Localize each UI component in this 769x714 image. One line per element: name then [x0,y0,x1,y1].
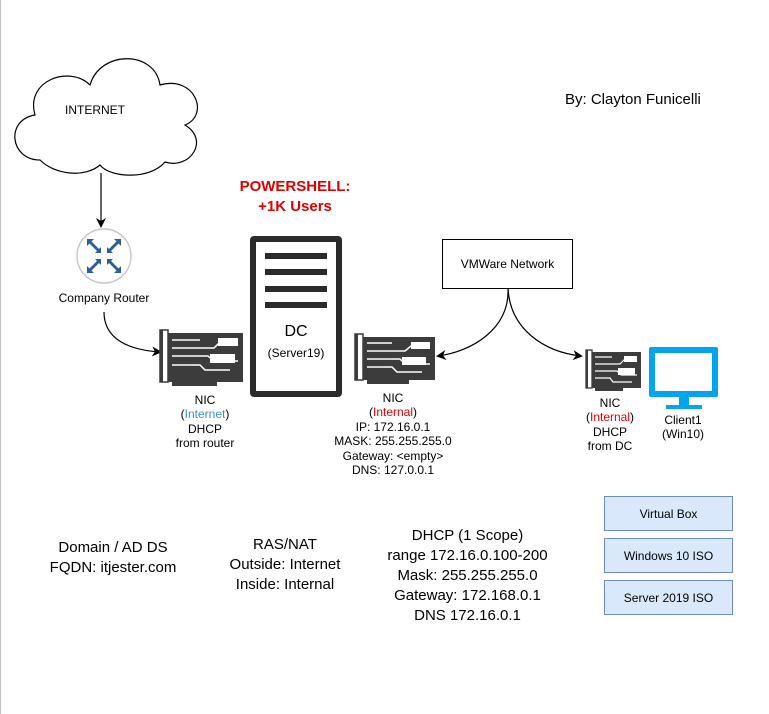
ras-title: RAS/NAT [253,536,317,553]
company-router-label: Company Router [58,291,150,305]
dc-server-label: (Server19) [267,346,325,360]
nic-external-title: NIC [194,393,216,407]
nic-client-mode: DHCP [592,424,627,439]
nic-client-source: from DC [587,439,633,454]
ras-inside: Inside: Internal [235,576,335,593]
author-credit: By: Clayton Funicelli [565,91,701,108]
nic-card-external-icon [159,329,243,386]
nic-external-mode: DHCP [187,421,222,436]
iso-item-virtualbox: Virtual Box [604,496,733,531]
nic-internal-network: Internal [372,405,414,420]
nic-external-labels: NIC (Internet) DHCP from router [150,393,260,451]
dhcp-info: DHCP (1 Scope) range 172.16.0.100-200 Ma… [365,526,570,626]
router-icon [76,228,132,284]
ras-nat-info: RAS/NAT Outside: Internet Inside: Intern… [205,535,365,595]
dc-label: DC [284,323,308,340]
nic-internal-labels: NIC (Internal) IP: 172.16.0.1 MASK: 255.… [318,391,468,477]
iso-label-server2019: Server 2019 ISO [623,590,714,605]
nic-client-network-line: (Internal) [585,410,635,425]
iso-item-windows10: Windows 10 ISO [604,538,733,573]
dhcp-mask: Mask: 255.255.255.0 [397,567,538,584]
client-monitor-icon [649,347,718,409]
iso-item-server2019: Server 2019 ISO [604,580,733,615]
nic-internal-mask: MASK: 255.255.255.0 [334,434,452,449]
nic-internal-ip: IP: 172.16.0.1 [355,419,431,434]
client1-name: Client1 [664,413,702,427]
dhcp-range: range 172.16.0.100-200 [387,547,548,564]
powershell-line2: +1K Users [258,198,332,215]
client1-labels: Client1 (Win10) [645,413,721,442]
nic-card-internal-icon [354,333,435,384]
nic-internal-title: NIC [382,391,404,405]
nic-client-labels: NIC (Internal) DHCP from DC [570,396,650,454]
nic-internal-gateway: Gateway: <empty> [342,448,444,463]
domain-line1: Domain / AD DS [58,539,168,556]
server-dc-icon [250,236,342,397]
internet-label: INTERNET [65,103,125,117]
page-border [0,0,1,714]
nic-internal-network-line: (Internal) [368,405,418,420]
dhcp-title: DHCP (1 Scope) [411,527,524,544]
vmware-to-dc-nic-connector [436,287,509,360]
internet-cloud [14,58,198,176]
nic-internal-dns: DNS: 127.0.0.1 [351,462,435,477]
nic-client-title: NIC [599,396,621,410]
iso-label-virtualbox: Virtual Box [639,506,698,521]
nic-external-network-line: (Internet) [180,407,230,422]
nic-client-network: Internal [589,410,631,425]
ras-outside: Outside: Internet [229,556,341,573]
domain-info: Domain / AD DS FQDN: itjester.com [28,538,198,578]
nic-card-client-icon [585,349,641,391]
domain-line2: FQDN: itjester.com [49,559,177,576]
iso-label-windows10: Windows 10 ISO [623,548,714,563]
nic-external-source: from router [175,436,235,451]
vmware-to-client-nic-connector [507,287,583,361]
powershell-title: POWERSHELL: +1K Users [215,177,375,217]
powershell-line1: POWERSHELL: [239,178,351,195]
dhcp-gateway: Gateway: 172.168.0.1 [394,587,541,604]
client1-os: (Win10) [661,427,704,442]
nic-external-network: Internet [184,407,226,422]
vmware-network-box: VMWare Network [442,239,573,289]
vmware-network-label: VMWare Network [460,257,555,271]
dhcp-dns: DNS 172.16.0.1 [414,607,521,624]
router-to-nic-connector [103,311,162,357]
